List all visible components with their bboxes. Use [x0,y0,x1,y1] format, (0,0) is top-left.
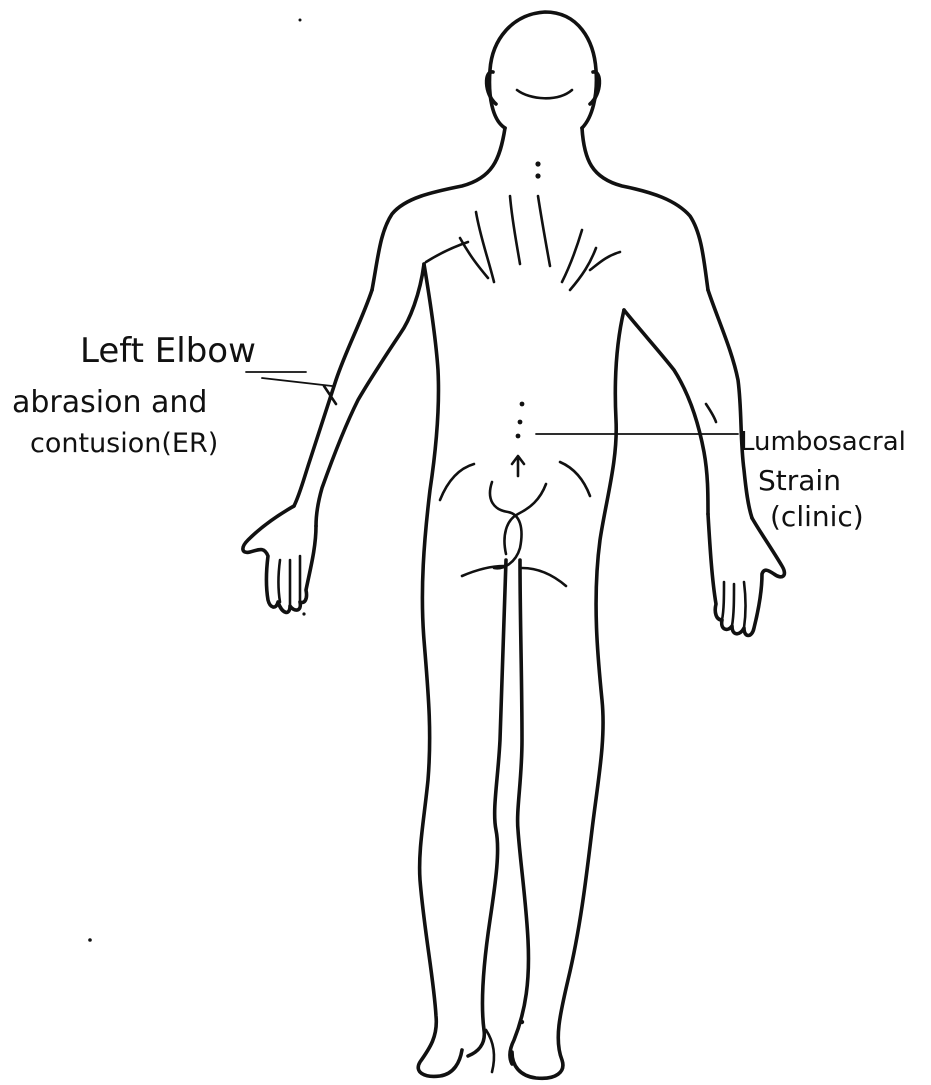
left-gluteal-fold [462,566,504,576]
spine-dot-3 [516,434,521,439]
back-line-5 [562,230,582,282]
annotation-lumbosacral: Lumbosacral Strain (clinic) [536,427,906,533]
back-line-2 [476,212,494,282]
neck-dot-1 [535,161,540,166]
right-hip-line [560,462,590,496]
right-buttock-curve [505,484,547,554]
scapula-left [426,242,468,262]
head [487,12,600,128]
left-buttock-curve [490,482,522,568]
left-neck-shoulder [372,128,505,290]
spine-dot-1 [520,402,525,407]
right-hand-finger-1 [744,582,746,628]
left-torso-leg-outer [418,264,462,1076]
hairline [517,90,572,98]
right-neck-shoulder [582,128,708,290]
right-gluteal-fold [522,568,566,586]
right-hand-finger-3 [722,582,724,620]
sacrum-arrow [512,456,524,476]
left-elbow-title: Left Elbow [80,331,256,371]
stray-dot-3 [302,612,305,615]
stray-dot-1 [299,19,302,22]
left-hand-finger-1 [279,560,281,602]
left-leg-inner [468,560,506,1056]
back-line-4 [538,196,550,266]
right-leg-inner [510,560,528,1064]
back-line-3 [510,196,520,264]
left-elbow-leader [262,378,332,386]
stray-dot-2 [88,938,92,942]
right-arm-outer [708,290,752,518]
neck-dot-2 [535,173,540,178]
right-arm-inner [624,310,708,514]
left-elbow-desc-line2: contusion(ER) [30,428,218,459]
lumbosacral-line3: (clinic) [770,500,864,533]
back-details [426,161,620,476]
left-foot-line [486,1030,494,1072]
right-ankle-dot [520,1020,524,1024]
lumbosacral-line2: Strain [758,464,841,497]
left-elbow-desc-line1: abrasion and [12,385,207,420]
annotation-left-elbow: Left Elbow abrasion and contusion(ER) [12,331,332,459]
right-elbow-mark [706,404,716,422]
lumbosacral-line1: Lumbosacral [740,427,906,457]
spine-dot-2 [518,420,523,425]
left-hip-line [440,464,474,500]
right-hand-finger-2 [732,584,734,626]
lower-body [418,264,624,1078]
head-outline [490,12,597,128]
